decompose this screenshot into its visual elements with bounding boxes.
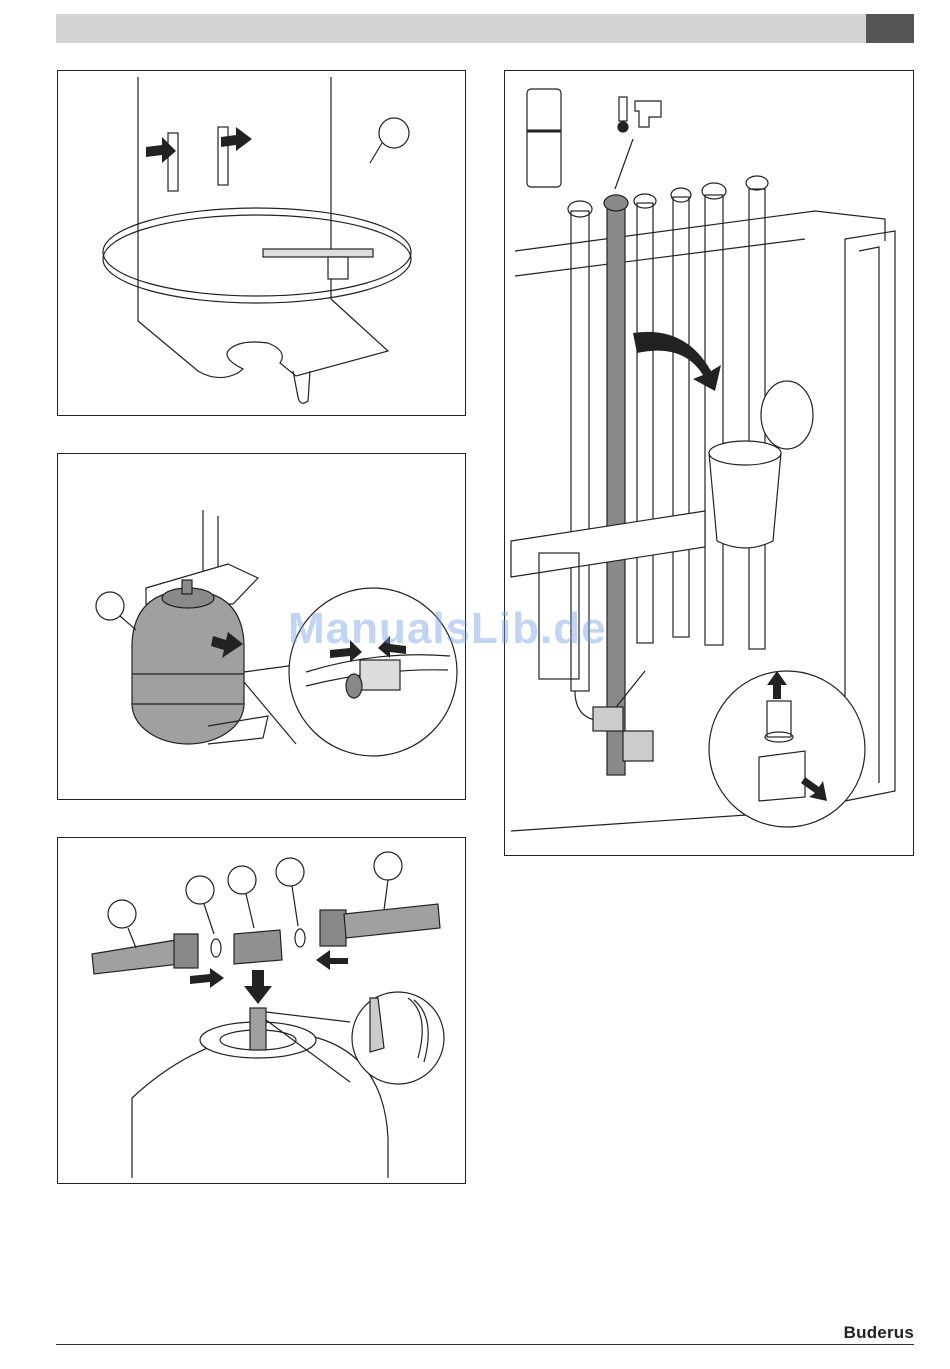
callout-circle-icon bbox=[96, 592, 124, 620]
header-tab bbox=[866, 14, 914, 43]
arrow-left-icon bbox=[316, 950, 348, 970]
fitting-detail-icon bbox=[709, 671, 865, 827]
ring-clamp-illustration bbox=[58, 71, 466, 416]
figure-pipe-disposal bbox=[504, 70, 914, 856]
brand-logo: Buderus bbox=[844, 1323, 914, 1343]
watermark: ManualsLib.de bbox=[288, 604, 668, 664]
arrow-right-icon bbox=[146, 137, 176, 163]
sealant-tube-icon bbox=[352, 992, 444, 1084]
callout-circle-icon bbox=[379, 118, 409, 148]
curved-arrow-icon bbox=[633, 332, 721, 391]
figure-ring-clamp bbox=[57, 70, 466, 416]
arrow-right-icon bbox=[190, 968, 224, 988]
figure-tee-fitting bbox=[57, 837, 466, 1184]
tee-fitting-illustration bbox=[58, 838, 466, 1184]
arrow-down-icon bbox=[244, 970, 272, 1004]
thermometer-tap-icon bbox=[618, 97, 661, 132]
pipe-disposal-illustration bbox=[505, 71, 914, 856]
footer-rule bbox=[56, 1344, 914, 1345]
arrow-right-icon bbox=[221, 127, 252, 151]
header-bar bbox=[56, 14, 866, 43]
